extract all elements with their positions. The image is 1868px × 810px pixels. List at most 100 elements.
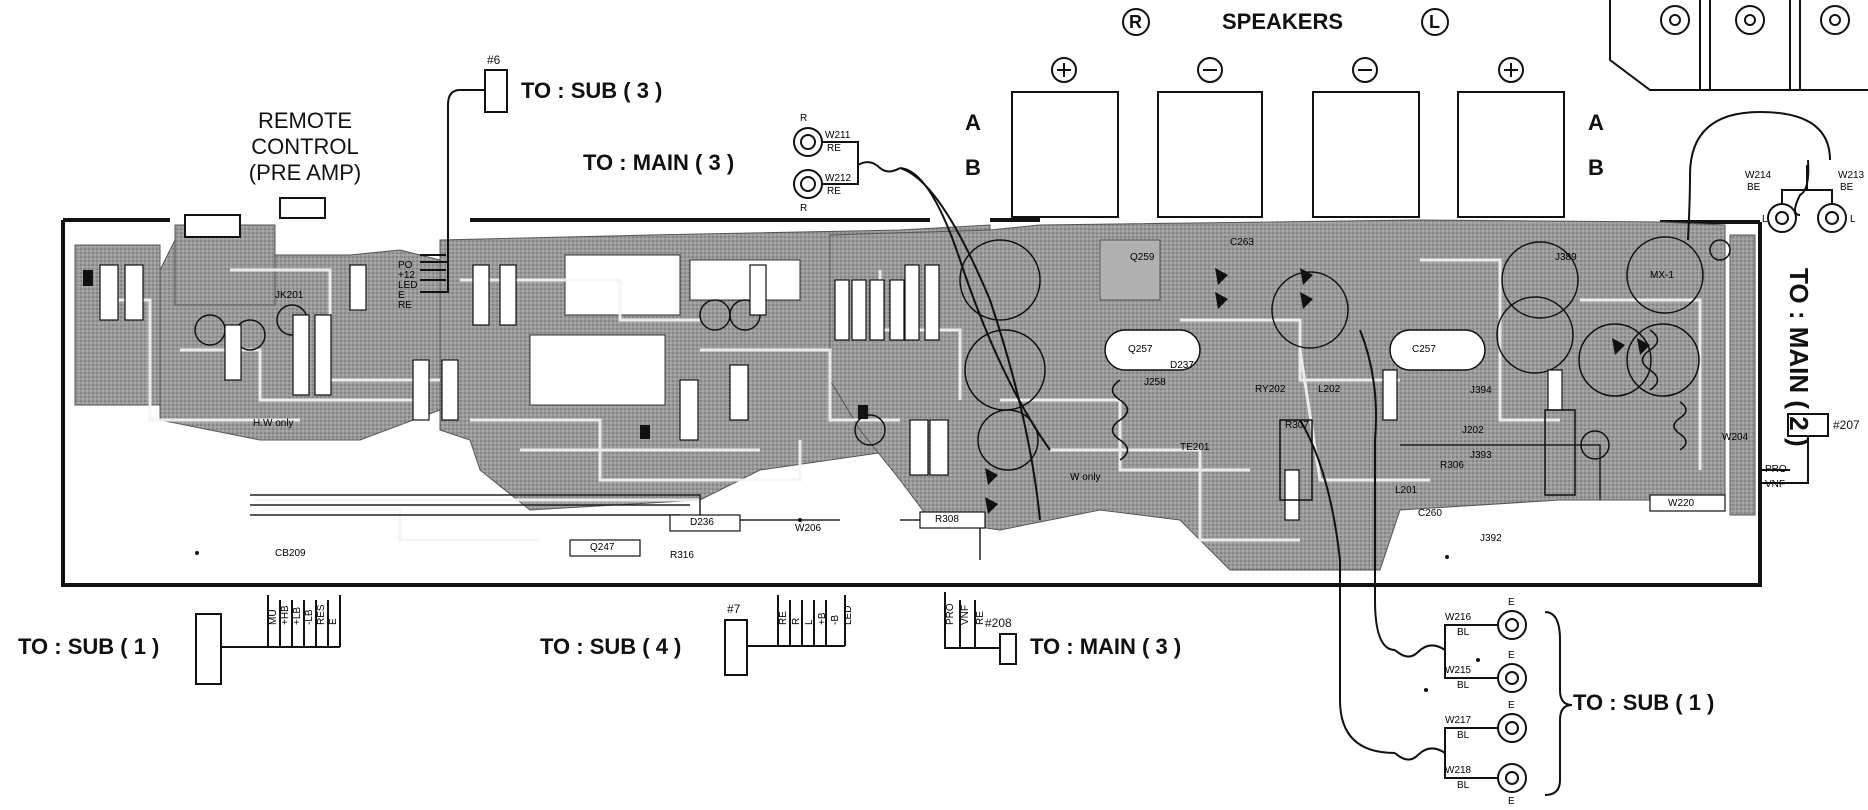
cable-w211-w212 (793, 127, 1051, 521)
wire-w217: W217 (1445, 715, 1472, 726)
right-channel-symbol: R (1129, 12, 1142, 32)
part-j389: J202 (1462, 425, 1484, 436)
to-main2-label: TO : MAIN ( 2 ) (1784, 268, 1814, 447)
part-cb209: CB209 (275, 548, 306, 559)
tag-bl-w215: BL (1457, 680, 1470, 691)
part-w-only-left: Q259 (1130, 252, 1155, 263)
part-d237: L202 (1318, 384, 1341, 395)
cable-to-207 (1760, 413, 1829, 484)
tag-l-w213: L (1850, 214, 1856, 225)
tag-r-bottom: R (800, 203, 808, 214)
wire-w204: W204 (1722, 432, 1749, 443)
connector-id-207: #207 (1833, 418, 1860, 432)
channel-circles (1122, 8, 1449, 36)
jack-jk201 (184, 197, 326, 238)
pin-sub4-4: -B (830, 615, 841, 625)
pin-sub1-5: E (328, 618, 339, 625)
pin-sub1-0: MU (268, 609, 279, 625)
row-b-right: B (1588, 155, 1604, 180)
part-ry202: TE201 (1180, 442, 1210, 453)
cable-to-sub1-right (1299, 329, 1573, 796)
pin-sub3-4: RE (398, 300, 412, 311)
polarity-symbols (1051, 57, 1524, 83)
pin-sub4-2: L (804, 619, 815, 625)
pin-sub1-1: +HB (280, 605, 291, 625)
part-j390: J393 (1470, 450, 1492, 461)
part-w220: J392 (1480, 533, 1502, 544)
tag-be-w213: BE (1840, 182, 1854, 193)
remote-line3: (PRE AMP) (248, 160, 362, 185)
wire-vnf: VNF (1765, 479, 1785, 490)
tag-e-w216: E (1508, 597, 1515, 608)
tag-r-top: R (800, 113, 808, 124)
tag-l-w214: L (1762, 214, 1768, 225)
transistor-outlines (194, 236, 1731, 471)
to-main3-bottom-label: TO : MAIN ( 3 ) (1030, 634, 1182, 659)
pin-sub3-2: LED (398, 280, 418, 291)
pin-sub1-3: -LB (304, 609, 315, 625)
wire-w215: W215 (1445, 665, 1472, 676)
wire-w216: W216 (1445, 612, 1472, 623)
speaker-terminal-strip-top-right (1609, 0, 1868, 91)
part-ry201: R306 (1440, 460, 1464, 471)
pin-sub4-0: RE (778, 611, 789, 625)
part-h-w-only: H.W only (253, 418, 294, 429)
pin-sub1-2: +LB (292, 606, 303, 625)
wire-w211: W211 (825, 130, 851, 141)
part-j391: L201 (1395, 485, 1418, 496)
part-r308: R308 (935, 514, 959, 525)
part-w206: W206 (795, 523, 822, 534)
part-j265: J258 (1144, 377, 1166, 388)
part-c240: MX-1 (1650, 270, 1674, 281)
wire-w213: W213 (1838, 170, 1865, 181)
pin-main3-1: VNF (960, 605, 971, 625)
part-j202: C260 (1418, 508, 1442, 519)
capacitor-ovals (1104, 329, 1486, 371)
wire-w218: W218 (1445, 765, 1472, 776)
cable-to-main3-bottom (944, 592, 1017, 665)
pin-main3-0: PRO (945, 603, 956, 625)
connector-id-7: #7 (727, 602, 741, 616)
remote-control-label: REMOTE CONTROL (PRE AMP) (225, 108, 385, 186)
part-c264: Q257 (1128, 344, 1153, 355)
wire-w214: W214 (1745, 170, 1772, 181)
tag-e-w215: E (1508, 650, 1515, 661)
part-r306: W220 (1668, 498, 1695, 509)
speaker-terminal-boxes (1011, 91, 1565, 218)
resistor-bodies (99, 264, 1726, 557)
pin-sub4-5: LED (843, 605, 854, 625)
tag-re-w211: RE (827, 143, 841, 154)
cable-w213-w214 (1687, 110, 1847, 241)
row-b-left: B (965, 155, 981, 180)
to-main3-top-label: TO : MAIN ( 3 ) (583, 150, 735, 175)
tag-e-w217: E (1508, 700, 1515, 711)
part-te201: C263 (1230, 237, 1254, 248)
part-l202: W only (1070, 472, 1101, 483)
part-j262: D237 (1170, 360, 1194, 371)
coils (1111, 329, 1687, 461)
mounting-dots (195, 518, 1480, 692)
row-a-left: A (965, 110, 981, 135)
to-sub4-label: TO : SUB ( 4 ) (540, 634, 682, 659)
part-d236: R316 (670, 550, 694, 561)
pin-main3-2: RE (975, 611, 986, 625)
pin-sub4-3: +B (817, 612, 828, 625)
part-w219: J394 (1470, 385, 1492, 396)
arrow-markers (83, 268, 1650, 514)
pin-sub3-1: +12 (398, 270, 415, 281)
to-sub1-left-label: TO : SUB ( 1 ) (18, 634, 160, 659)
part-j258: R307 (1285, 420, 1309, 431)
cable-to-sub1-left (195, 595, 341, 685)
remote-line2: CONTROL (251, 134, 359, 159)
part-d238: RY202 (1255, 384, 1286, 395)
tag-bl-w218: BL (1457, 780, 1470, 791)
cable-to-sub3 (420, 69, 508, 293)
part-r314: D236 (690, 517, 714, 528)
part-r316: Q247 (590, 542, 615, 553)
tag-bl-w216: BL (1457, 627, 1470, 638)
tag-be-w214: BE (1747, 182, 1761, 193)
pcb-traces-dark (250, 444, 1601, 560)
pin-sub3-0: PO (398, 260, 413, 271)
part-w-only-right: J389 (1555, 252, 1577, 263)
tag-re-w212: RE (827, 186, 841, 197)
